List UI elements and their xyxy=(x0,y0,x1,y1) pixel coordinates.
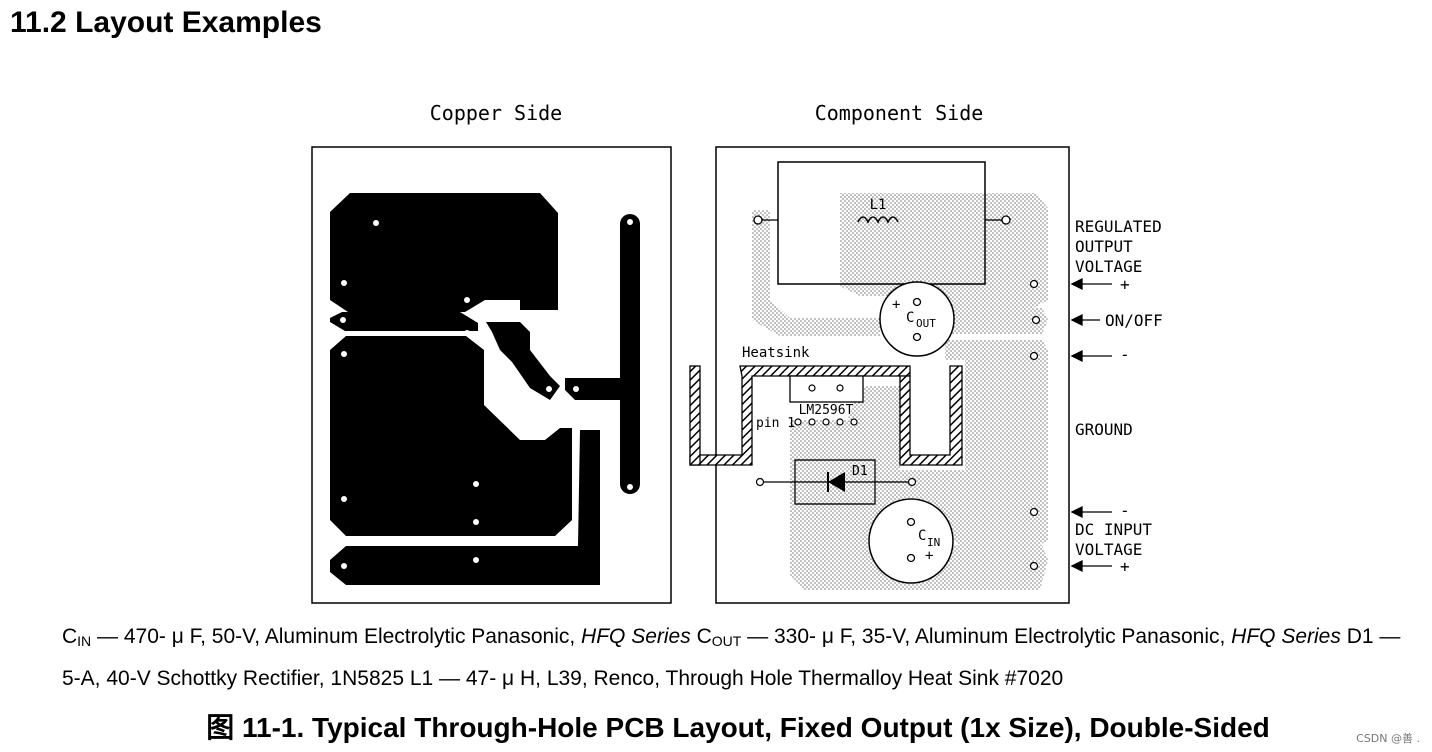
terminal-annotations: REGULATED OUTPUT VOLTAGE + ON/OFF - GROU… xyxy=(1075,217,1163,576)
heatsink-left xyxy=(689,365,911,466)
ic-tab-hole-1 xyxy=(808,384,816,392)
in-plus-label: + xyxy=(1120,557,1130,576)
bill-of-materials: CIN — 470- μ F, 50-V, Aluminum Electroly… xyxy=(62,618,1422,697)
copper-side-label: Copper Side xyxy=(430,101,562,125)
in-minus-label: - xyxy=(1120,501,1130,520)
inductor-pad-right xyxy=(1001,215,1011,225)
bom-cout-sub: OUT xyxy=(711,633,742,649)
out-plus-label: + xyxy=(1120,275,1130,294)
copper-trace-stub xyxy=(565,378,622,400)
bom-cin-text: — 470- μ F, 50-V, Aluminum Electrolytic … xyxy=(91,625,582,648)
dc-input-label-line2: VOLTAGE xyxy=(1075,540,1142,559)
ic-tab-hole-2 xyxy=(836,384,844,392)
cout-capacitor xyxy=(879,281,955,357)
copper-pad-holes xyxy=(340,219,633,569)
bom-cin-symbol: C xyxy=(62,625,78,648)
copper-side-panel xyxy=(311,146,672,604)
regulated-label-line2: OUTPUT xyxy=(1075,237,1133,256)
ic-body xyxy=(789,375,864,403)
cin-pad-plus xyxy=(906,553,916,563)
cin-label: C xyxy=(918,528,926,544)
cout-plus-sign: + xyxy=(892,297,900,313)
regulated-label-line1: REGULATED xyxy=(1075,217,1162,236)
ic-pins xyxy=(794,418,858,426)
inductor-label: L1 xyxy=(870,197,887,213)
copper-trace-vertical xyxy=(620,214,640,494)
terminal-pads xyxy=(1029,279,1041,571)
out-minus-label: - xyxy=(1120,345,1130,364)
cin-capacitor xyxy=(868,498,954,584)
bom-cin-sub: IN xyxy=(77,633,92,649)
dotted-region-ground xyxy=(945,340,1048,545)
watermark: CSDN @善 . xyxy=(1356,732,1420,745)
cout-pad-plus xyxy=(912,297,922,307)
heatsink-right xyxy=(899,365,963,466)
dc-input-label-line1: DC INPUT xyxy=(1075,520,1152,539)
bom-d1-text: D1 — 5-A, 40-V Schottky Rectifier, 1N582… xyxy=(62,625,1401,690)
dotted-region-top xyxy=(840,193,1048,310)
cin-label-sub: IN xyxy=(927,536,940,549)
dotted-region-left-trace xyxy=(752,210,880,336)
copper-pour-strip xyxy=(330,312,478,331)
inductor-symbol xyxy=(857,216,899,224)
cout-label-sub: OUT xyxy=(916,317,936,330)
cout-pad-minus xyxy=(912,332,922,342)
bom-cout-series: HFQ Series xyxy=(1231,625,1341,648)
bom-cout-text: — 330- μ F, 35-V, Aluminum Electrolytic … xyxy=(741,625,1232,648)
inductor-outline xyxy=(777,161,986,285)
component-side-label: Component Side xyxy=(815,101,984,125)
diode-label: D1 xyxy=(852,464,868,479)
component-side-panel: L1 + C OUT Heatsink LM2596T pin 1 xyxy=(689,146,1070,604)
copper-pour-main xyxy=(330,336,572,536)
figure-caption: 图 11-1. Typical Through-Hole PCB Layout,… xyxy=(206,712,1270,743)
regulated-label-line3: VOLTAGE xyxy=(1075,257,1142,276)
heatsink-left-fin xyxy=(689,365,701,466)
cin-plus-sign: + xyxy=(925,548,933,564)
heatsink-label: Heatsink xyxy=(742,345,810,361)
copper-pour-bottom xyxy=(330,430,600,585)
copper-trace-diagonal xyxy=(486,322,560,400)
cout-label: C xyxy=(906,310,914,326)
cin-pad-minus xyxy=(906,517,916,527)
diode-symbol xyxy=(828,472,845,492)
ic-label: LM2596T xyxy=(799,403,854,418)
diode-pad-left xyxy=(755,477,765,487)
inductor-pad-left xyxy=(753,215,763,225)
pin1-label: pin 1 xyxy=(756,416,795,431)
terminal-arrows xyxy=(1070,277,1112,573)
dotted-region-onoff-trace xyxy=(930,308,1048,334)
bom-cin-series: HFQ Series xyxy=(581,625,691,648)
section-title: 11.2 Layout Examples xyxy=(10,6,322,39)
bom-cout-symbol: C xyxy=(690,625,712,648)
diode-pad-right xyxy=(907,477,917,487)
ground-label: GROUND xyxy=(1075,420,1133,439)
on-off-label: ON/OFF xyxy=(1105,311,1163,330)
copper-pour-top xyxy=(330,193,558,312)
